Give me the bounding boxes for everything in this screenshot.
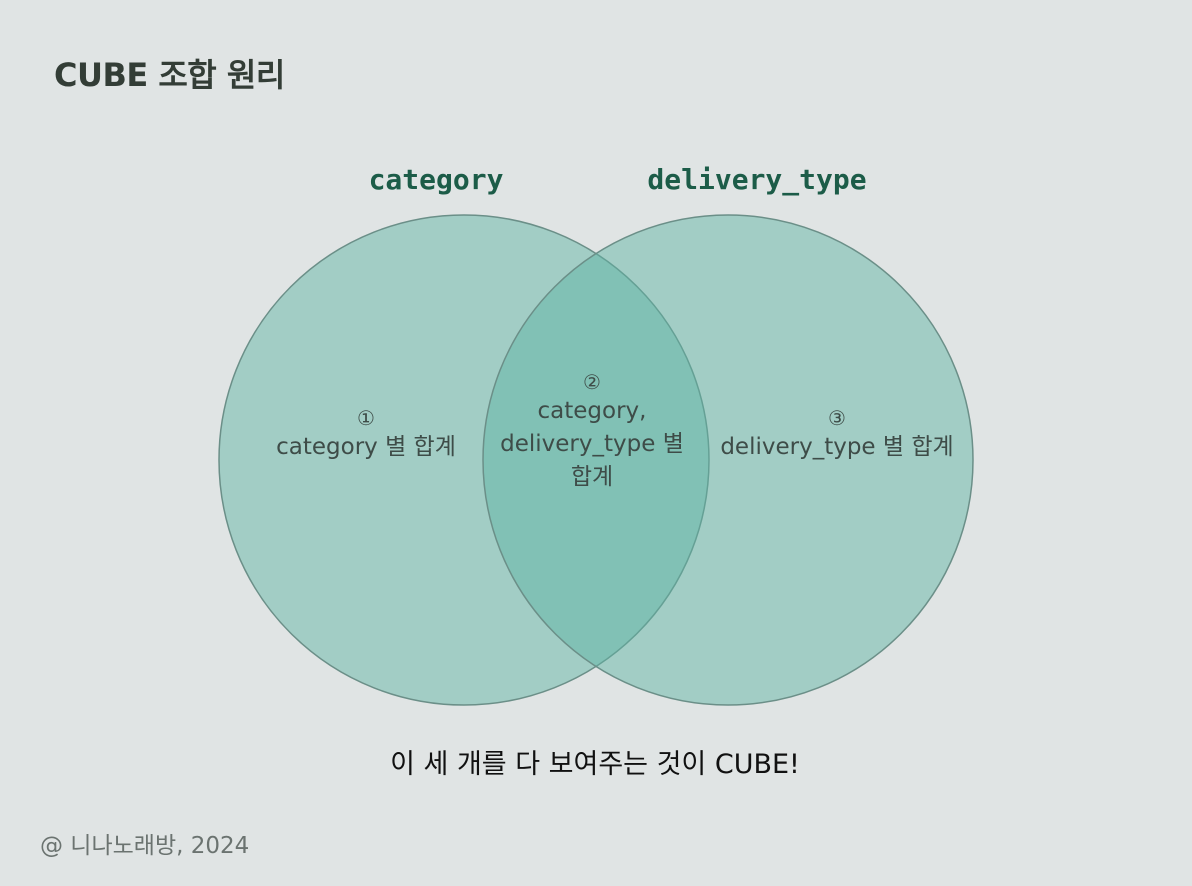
region-label-line: delivery_type 별 합계 bbox=[720, 434, 954, 460]
caption: 이 세 개를 다 보여주는 것이 CUBE! bbox=[390, 749, 800, 780]
region-category-only: ① category 별 합계 bbox=[276, 405, 456, 464]
region-number: ① bbox=[357, 406, 375, 430]
circle-category bbox=[218, 214, 710, 706]
page-title: CUBE 조합 원리 bbox=[54, 56, 285, 94]
region-label-line: category 별 합계 bbox=[276, 434, 456, 460]
credit: @ 니나노래방, 2024 bbox=[40, 833, 250, 859]
region-label-line: 합계 bbox=[570, 464, 614, 490]
region-number: ③ bbox=[828, 406, 846, 430]
region-number: ② bbox=[583, 370, 601, 394]
set-label-delivery-type: delivery_type bbox=[647, 163, 867, 196]
region-label-line: category, bbox=[537, 398, 647, 424]
set-label-category: category bbox=[368, 163, 504, 196]
region-intersection: ② category, delivery_type 별 합계 bbox=[500, 369, 684, 494]
region-delivery-type-only: ③ delivery_type 별 합계 bbox=[720, 405, 953, 464]
circle-delivery-type bbox=[482, 214, 974, 706]
region-label-line: delivery_type 별 bbox=[500, 431, 684, 457]
